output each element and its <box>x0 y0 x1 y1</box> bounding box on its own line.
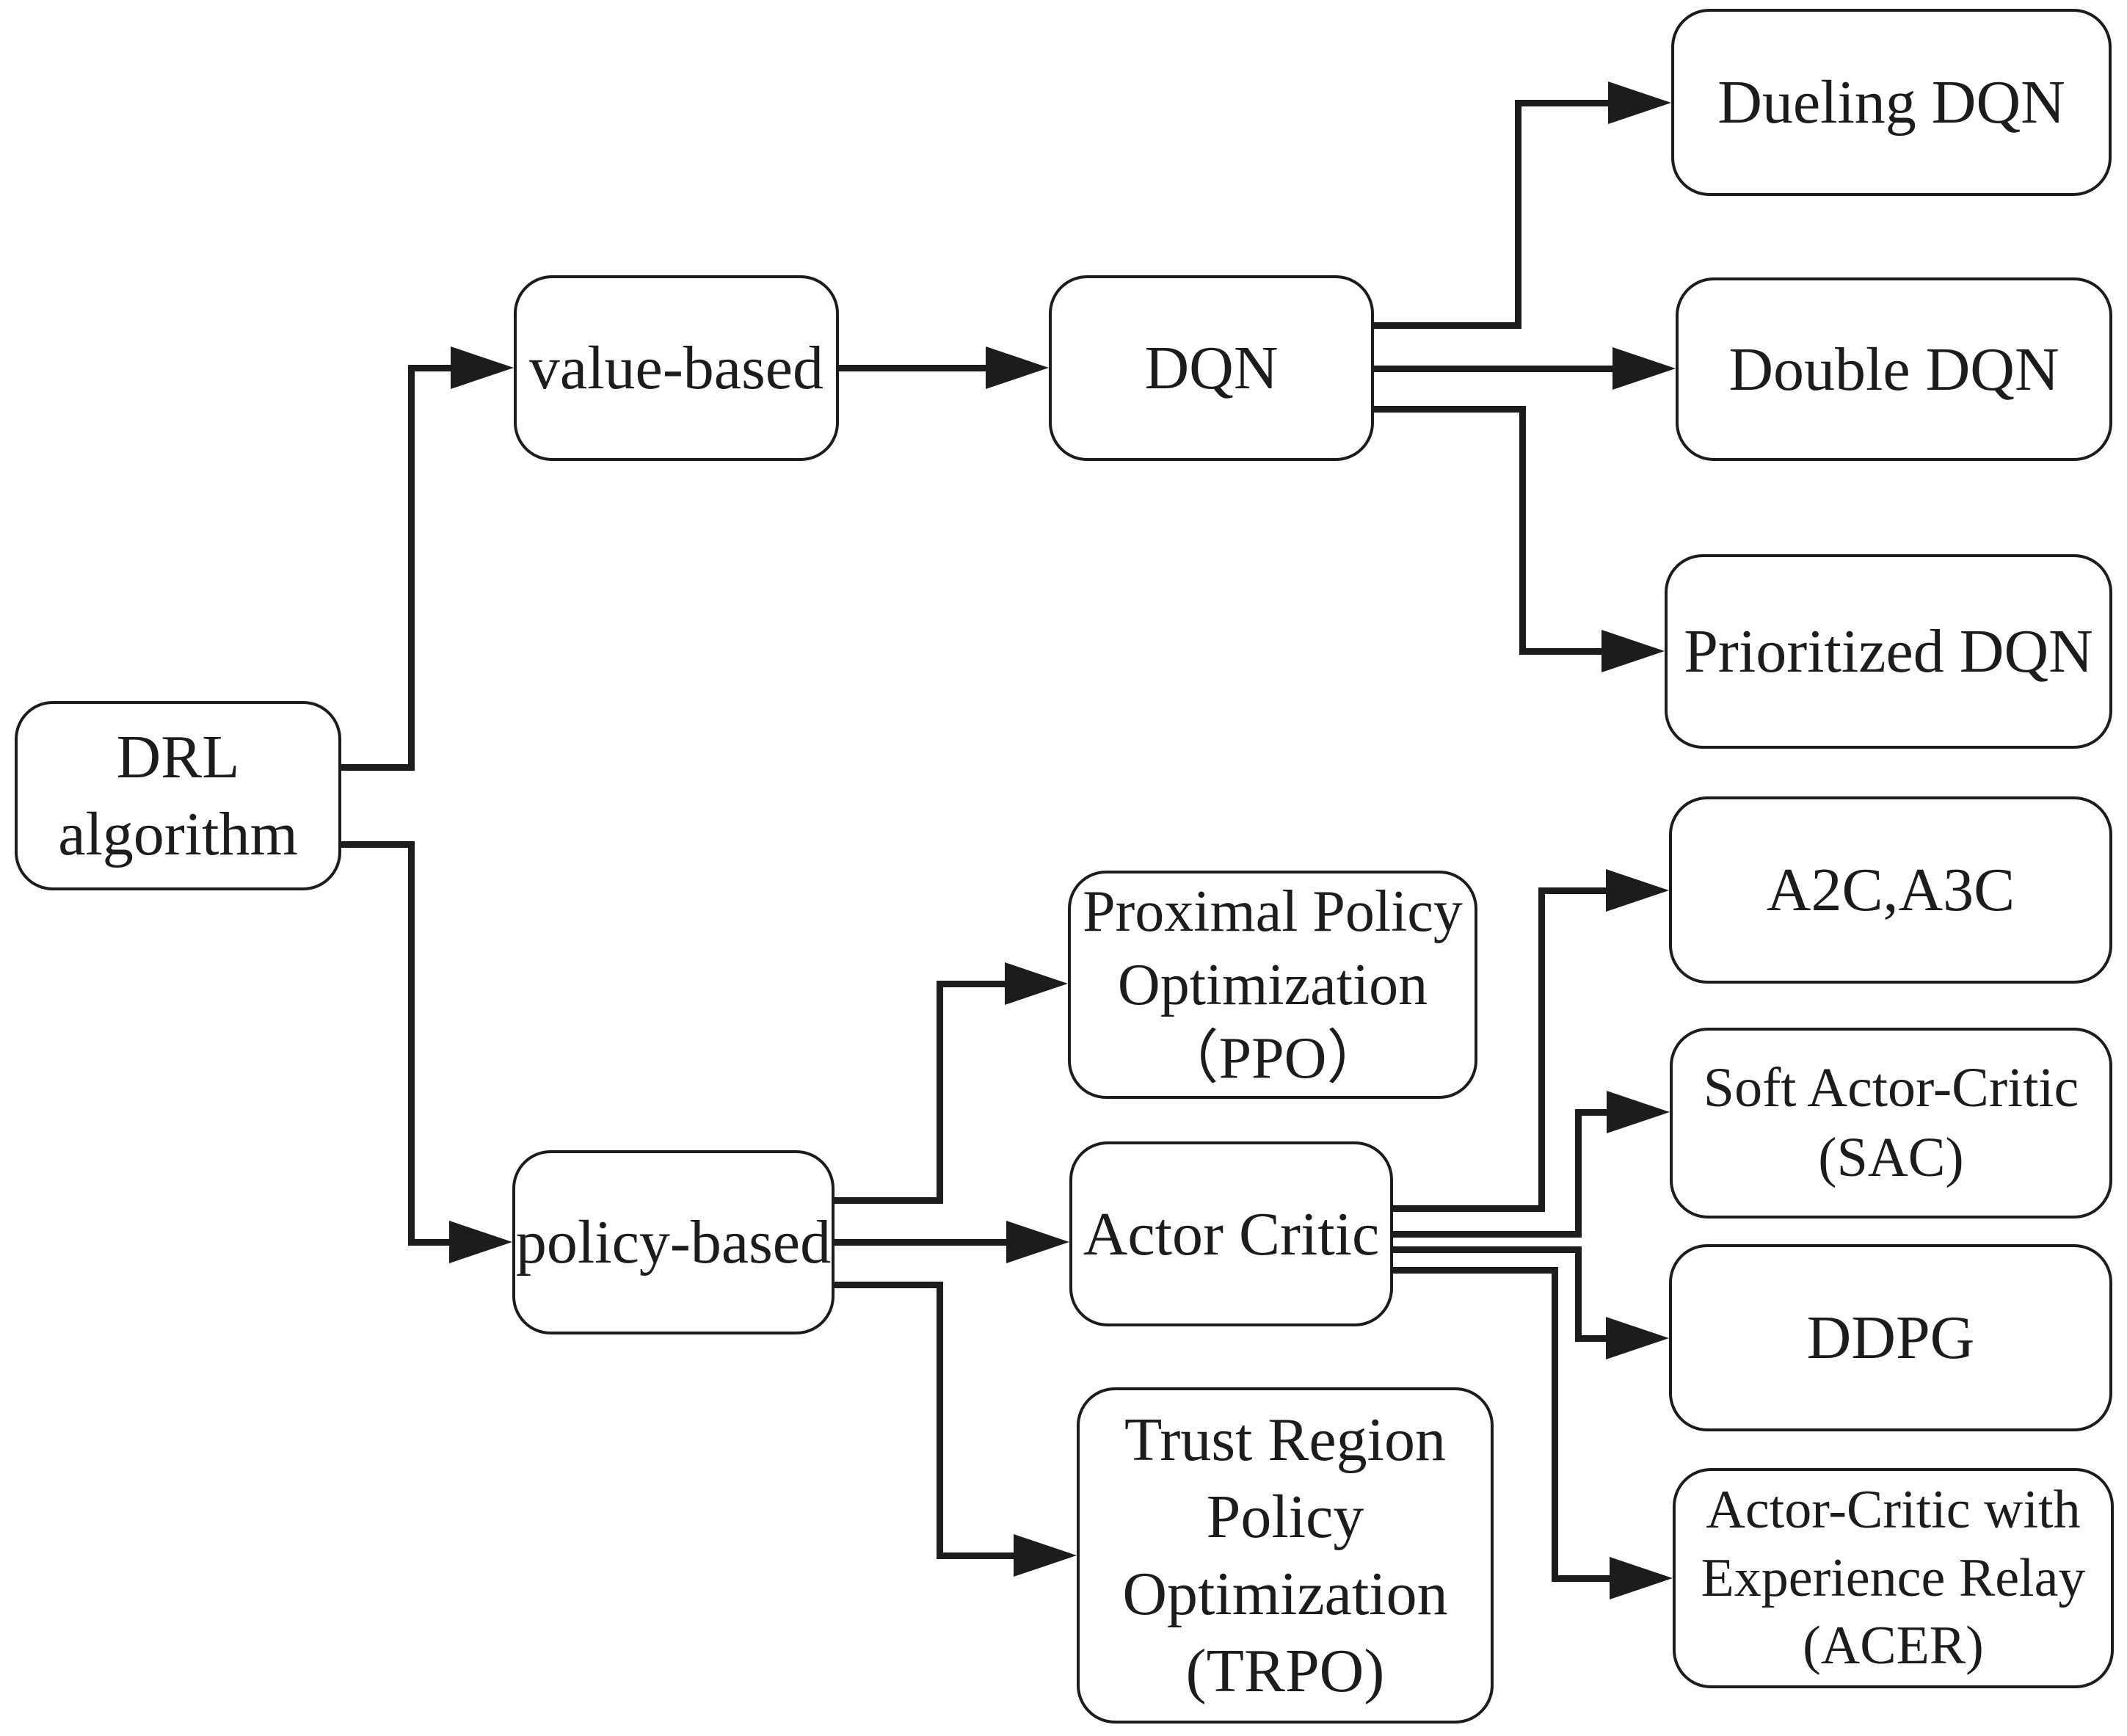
edge-actor-critic-ddpg-segment <box>1574 1334 1606 1342</box>
edge-actor-critic-sac-arrowhead <box>1607 1091 1670 1133</box>
edge-actor-critic-sac-segment <box>1574 1108 1607 1116</box>
node-prioritized-dqn: Prioritized DQN <box>1665 554 2112 749</box>
node-sac: Soft Actor-Critic (SAC) <box>1670 1028 2112 1219</box>
edge-root-value-based-segment <box>407 364 415 771</box>
edge-policy-based-actor-critic-arrowhead <box>1006 1221 1069 1263</box>
edge-actor-critic-acer-segment <box>1551 1575 1610 1582</box>
edge-actor-critic-sac-segment <box>1574 1108 1582 1238</box>
edge-policy-based-ppo-segment <box>936 980 1005 987</box>
node-drl-algorithm-label: DRL algorithm <box>58 723 298 868</box>
edge-actor-critic-ddpg-segment <box>1393 1246 1582 1253</box>
edge-dqn-prioritized-dqn-arrowhead <box>1601 630 1665 672</box>
node-acer-label: Actor-Critic with Experience Relay (ACER… <box>1701 1480 2086 1677</box>
edge-policy-based-trpo-segment <box>936 1281 943 1559</box>
node-sac-label: Soft Actor-Critic (SAC) <box>1703 1057 2079 1188</box>
node-dqn: DQN <box>1049 275 1374 461</box>
edge-actor-critic-a2c-a3c-segment <box>1393 1205 1545 1212</box>
edge-root-value-based-segment <box>407 364 451 371</box>
edge-dqn-prioritized-dqn-segment <box>1519 405 1526 655</box>
edge-dqn-prioritized-dqn-segment <box>1519 647 1601 655</box>
node-trpo-label: Trust Region Policy Optimization (TRPO) <box>1122 1406 1448 1705</box>
edge-policy-based-actor-critic-segment <box>835 1238 1006 1246</box>
node-ppo: Proximal Policy Optimization （PPO） <box>1068 871 1477 1099</box>
edge-actor-critic-sac-segment <box>1393 1230 1582 1238</box>
node-prioritized-dqn-label: Prioritized DQN <box>1684 617 2093 686</box>
node-drl-algorithm: DRL algorithm <box>15 701 341 890</box>
node-value-based: value-based <box>514 275 839 461</box>
node-double-dqn: Double DQN <box>1676 277 2112 461</box>
edge-policy-based-ppo-arrowhead <box>1005 962 1068 1005</box>
node-ppo-label: Proximal Policy Optimization （PPO） <box>1083 879 1463 1091</box>
node-ddpg: DDPG <box>1669 1244 2112 1431</box>
node-actor-critic: Actor Critic <box>1069 1141 1393 1326</box>
edge-policy-based-ppo-segment <box>936 980 943 1204</box>
edge-actor-critic-a2c-a3c-arrowhead <box>1606 869 1669 912</box>
node-dueling-dqn: Dueling DQN <box>1671 9 2112 196</box>
node-acer: Actor-Critic with Experience Relay (ACER… <box>1673 1468 2114 1688</box>
edge-actor-critic-acer-arrowhead <box>1610 1557 1673 1599</box>
edge-actor-critic-a2c-a3c-segment <box>1538 887 1606 894</box>
edge-root-value-based-segment <box>341 763 415 771</box>
node-policy-based: policy-based <box>512 1150 835 1334</box>
edge-actor-critic-a2c-a3c-segment <box>1538 887 1545 1212</box>
node-ddpg-label: DDPG <box>1806 1304 1975 1372</box>
node-actor-critic-label: Actor Critic <box>1083 1199 1380 1268</box>
edge-root-policy-based-segment <box>341 840 415 848</box>
edge-root-value-based-arrowhead <box>451 346 514 389</box>
edge-actor-critic-ddpg-arrowhead <box>1606 1317 1669 1359</box>
edge-value-based-dqn-arrowhead <box>986 346 1049 389</box>
edge-policy-based-trpo-arrowhead <box>1014 1534 1077 1577</box>
node-double-dqn-label: Double DQN <box>1728 335 2059 404</box>
node-value-based-label: value-based <box>528 334 824 402</box>
edge-dqn-double-dqn-segment <box>1374 365 1612 372</box>
node-policy-based-label: policy-based <box>515 1208 832 1276</box>
edge-dqn-prioritized-dqn-segment <box>1374 405 1526 413</box>
edge-actor-critic-acer-segment <box>1393 1266 1558 1274</box>
edge-root-policy-based-arrowhead <box>449 1221 512 1263</box>
edge-root-policy-based-segment <box>407 1238 449 1246</box>
edge-policy-based-trpo-segment <box>835 1281 943 1288</box>
edge-actor-critic-ddpg-segment <box>1574 1246 1582 1342</box>
edge-dqn-dueling-dqn-segment <box>1514 99 1521 329</box>
edge-value-based-dqn-segment <box>839 364 986 371</box>
edge-policy-based-ppo-segment <box>835 1196 943 1204</box>
edge-dqn-dueling-dqn-segment <box>1514 99 1608 106</box>
edge-dqn-dueling-dqn-arrowhead <box>1608 81 1671 124</box>
node-dqn-label: DQN <box>1144 334 1279 402</box>
edge-actor-critic-acer-segment <box>1551 1266 1558 1582</box>
node-dueling-dqn-label: Dueling DQN <box>1717 68 2065 137</box>
edge-policy-based-trpo-segment <box>936 1552 1014 1559</box>
edge-dqn-double-dqn-arrowhead <box>1612 347 1676 390</box>
node-a2c-a3c-label: A2C,A3C <box>1766 856 2015 924</box>
node-a2c-a3c: A2C,A3C <box>1669 796 2112 984</box>
node-trpo: Trust Region Policy Optimization (TRPO) <box>1077 1387 1494 1724</box>
edge-dqn-dueling-dqn-segment <box>1374 322 1521 329</box>
edge-root-policy-based-segment <box>407 840 415 1246</box>
